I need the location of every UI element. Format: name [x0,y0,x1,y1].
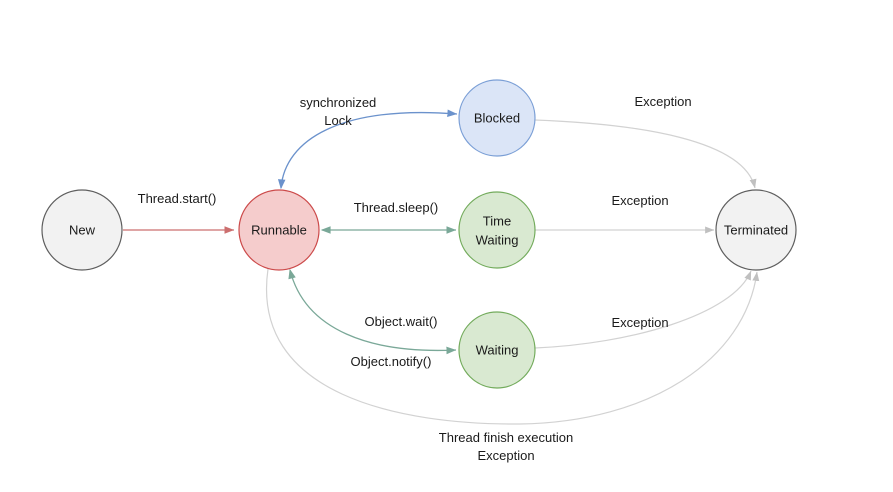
node-time-waiting[interactable]: Time Waiting [458,191,536,269]
edge-waiting-to-terminated: Exception [534,270,752,349]
edge-label-exception-timewaiting: Exception [611,193,668,208]
edge-blocked-to-terminated: Exception [534,94,757,189]
edge-new-to-runnable: Thread.start() [123,191,235,234]
edge-label-exception-blocked: Exception [634,94,691,109]
edge-label-object-wait: Object.wait() [365,314,438,329]
node-terminated[interactable]: Terminated [715,189,797,271]
edge-label-lock: Lock [324,113,352,128]
edge-label-object-notify: Object.notify() [351,354,432,369]
edge-label-thread-sleep: Thread.sleep() [354,200,439,215]
node-runnable[interactable]: Runnable [238,189,320,271]
edge-timewaiting-to-terminated: Exception [535,193,715,234]
edge-runnable-to-blocked: synchronized Lock [277,95,458,190]
node-blocked[interactable]: Blocked [458,79,536,157]
edge-label-thread-start: Thread.start() [138,191,217,206]
node-waiting[interactable]: Waiting [458,311,536,389]
edge-label-exception-finish: Exception [477,448,534,463]
node-new[interactable]: New [41,189,123,271]
edge-label-synchronized: synchronized [300,95,377,110]
edge-runnable-to-timewaiting: Thread.sleep() [320,200,457,234]
edge-runnable-to-waiting: Object.wait() Object.notify() [288,268,457,369]
edge-label-thread-finish: Thread finish execution [439,430,573,445]
